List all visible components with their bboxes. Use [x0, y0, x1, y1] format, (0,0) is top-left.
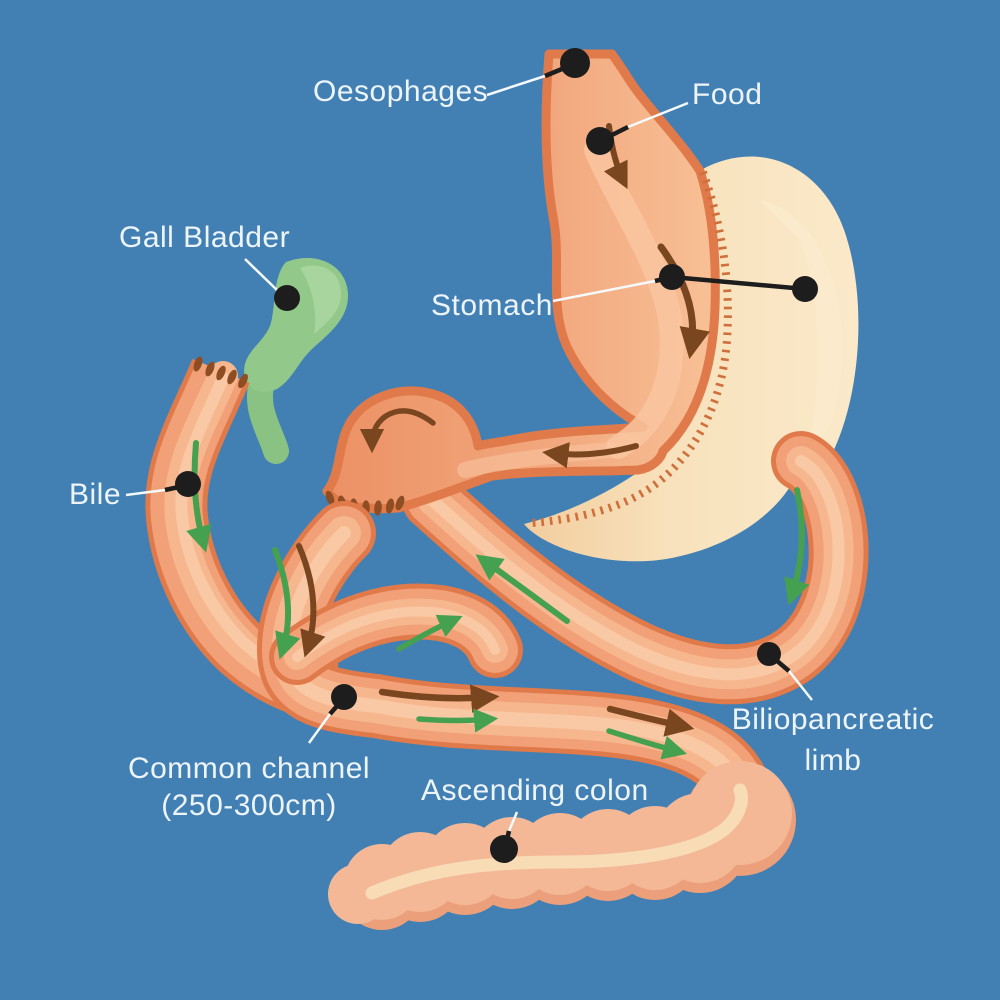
biliopancreatic-marker-dot: [757, 642, 781, 666]
gall-bladder: [244, 257, 349, 464]
stomach-marker-dot: [659, 264, 685, 290]
bile-arrow-descend: [272, 547, 301, 660]
food-label: Food: [692, 78, 763, 111]
gall-bladder-leader: [244, 258, 279, 292]
oesophagus-leader: [486, 74, 546, 97]
bile-leader: [125, 488, 166, 497]
oesophagus-label: Oesophages: [313, 75, 489, 108]
gall-bladder-label: Gall Bladder: [119, 221, 291, 254]
stomach-marker-dot-2: [792, 276, 818, 302]
common-channel-label-line1: Common channel: [127, 752, 371, 785]
biliopancreatic-leader: [788, 670, 813, 701]
intestinal-loop-tube: [269, 583, 523, 685]
food-marker-dot: [586, 127, 614, 155]
leader-lines: [125, 48, 818, 863]
biliopancreatic-limb-label: Biliopancreatic limb: [717, 699, 949, 781]
bile-flow-arrows: [186, 440, 810, 760]
food-arrow-descend: [296, 543, 326, 658]
colon-streak: [365, 783, 748, 900]
food-arrow-channel-2: [606, 705, 695, 737]
stomach-leader: [552, 279, 656, 303]
bile-marker-dot: [175, 471, 201, 497]
duodenal-stump-staples: [193, 356, 248, 389]
bile-arrow-loop: [396, 614, 463, 652]
biliopancreatic-limb-tube: [402, 431, 869, 705]
ascending-colon-leader: [507, 811, 519, 832]
food-arrow-pouch: [359, 408, 436, 454]
ascending-colon-marker-dot: [490, 835, 518, 863]
oesophagus-marker-dot: [560, 48, 590, 78]
biliopancreatic-label-line2: limb: [804, 744, 862, 777]
bile-arrow-channel-2: [606, 728, 688, 760]
common-channel-label-line2: (250-300cm): [161, 789, 337, 822]
ascending-colon: [328, 761, 796, 930]
bile-arrow-channel-1: [416, 708, 499, 733]
food-arrow-sleeve: [657, 243, 710, 360]
bile-label: Bile: [69, 478, 122, 511]
common-channel-leader: [307, 713, 332, 744]
common-channel-label: Common channel (250-300cm): [108, 750, 390, 824]
bile-arrow-diagonal: [475, 554, 570, 624]
food-arrow-antrum: [542, 442, 639, 469]
food-arrow-channel-1: [378, 684, 500, 713]
bile-arrow-right-limb: [784, 487, 810, 606]
common-channel-marker-dot: [331, 684, 357, 710]
food-leader: [627, 101, 689, 129]
stomach-label: Stomach: [431, 289, 553, 322]
ascending-colon-label: Ascending colon: [421, 774, 649, 807]
biliopancreatic-label-line1: Biliopancreatic: [731, 703, 935, 736]
staple-line: [526, 170, 732, 527]
gall-bladder-marker-dot: [274, 285, 300, 311]
bile-arrow-left-limb: [186, 440, 212, 553]
